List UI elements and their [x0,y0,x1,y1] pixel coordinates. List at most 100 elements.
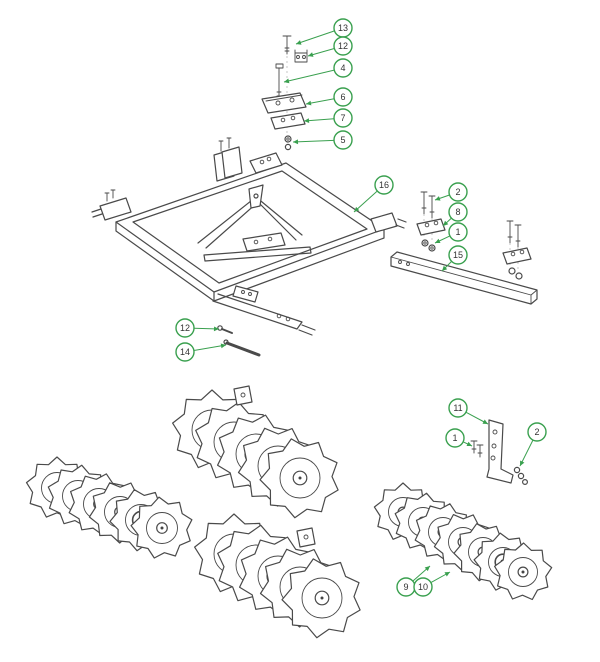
balloon-circle [333,87,353,107]
leader-arrowhead [435,238,441,243]
balloon-number: 2 [534,427,539,437]
clevis-12 [294,49,308,63]
wheel-arm-bracket-plate [221,146,243,179]
hitch-mast [248,184,264,209]
balloon-circle [448,398,468,418]
leader-arrowhead [308,52,314,57]
callout-2: 2 [434,182,468,202]
washer-1 [508,267,516,275]
callout-4: 4 [283,58,353,84]
disc-blade [281,558,361,639]
pivot-rod [225,341,261,357]
bearing-hanger-bracket [233,385,253,406]
callout-5: 5 [292,130,353,150]
leader-arrowhead [466,441,472,446]
leader-arrowhead [284,78,290,84]
plate-hole [275,100,281,106]
bolt-13 [282,35,292,55]
tube-hole [398,260,402,264]
leader-line [353,190,378,213]
left-corner-bolts [104,189,116,202]
leader-arrowhead [435,196,441,201]
plate-hole [433,220,439,226]
clamp-plate-8 [416,218,446,236]
disc-center-dot [160,526,164,530]
callout-15: 15 [441,245,468,272]
drawbar-hole [276,313,282,319]
clevis-hole [302,55,306,59]
balloon-number: 12 [338,41,348,51]
washer-1 [421,239,429,247]
washer-2 [517,472,525,480]
balloon-number: 2 [455,187,460,197]
frame-inner-rail [132,170,368,284]
leader-arrowhead [442,265,448,271]
leader-arrowhead [482,419,488,424]
balloon-number: 10 [418,582,428,592]
balloon-number: 15 [453,250,463,260]
balloon-number: 14 [180,347,190,357]
plate-hole [424,222,430,228]
balloon-circle [448,202,468,222]
balloon-circle [448,182,468,202]
balloon-number: 1 [455,227,460,237]
disc-concavity-line [508,557,538,587]
rear-rail-mount-plate [249,152,283,174]
flat-plate-7 [270,112,306,130]
leader-arrowhead [354,206,360,212]
gang-clamp-bracket [232,285,259,303]
drawbar-hole [285,316,291,322]
balloon-circle [333,108,353,128]
balloon-circle [448,245,468,265]
leader-arrowhead [306,100,312,106]
gang-right [373,482,553,601]
gang-middle-lower [194,513,361,639]
callout-14: 14 [175,342,227,362]
leader-arrowhead [443,220,449,226]
right-corner-bracket [370,212,398,233]
bolt-2 [514,224,522,248]
bracket-hole [491,443,497,449]
callout-12: 12 [307,36,353,57]
washer-1 [428,244,436,252]
callout-1: 1 [445,428,473,448]
balloon-number: 9 [403,582,408,592]
bolt-2 [428,195,436,219]
disc-concavity-line [146,512,178,544]
leader-line [292,139,335,143]
plate-fold-line [265,94,303,102]
bracket-hole [492,429,498,435]
bolt-1 [470,440,478,454]
leader-line [193,344,227,351]
drawbar-tube [212,293,303,330]
hitch-mast-hole [253,193,259,199]
balloon-circle [333,130,353,150]
nut-5 [284,143,292,151]
balloon-circle [175,318,195,338]
disc-concavity-line [279,457,321,499]
plate-hole [289,97,295,103]
leader-line [295,30,335,45]
clamp-plate-8 [502,247,532,265]
washer-5 [284,135,292,143]
leader-arrowhead [293,139,299,145]
balloon-circle [175,342,195,362]
plate-hole [510,251,516,257]
bracket-hole [490,455,496,461]
washer-hole [423,241,427,245]
disc-blade [130,496,193,559]
leader-arrowhead [520,460,525,466]
bolt-2 [506,220,514,244]
drawbar-clevis [298,324,316,336]
balloon-number: 7 [340,113,345,123]
tube-edge [390,256,538,305]
balloon-number: 1 [452,433,457,443]
leader-line [283,69,335,83]
disc-blade [494,542,553,601]
disc-concavity-line [301,577,343,619]
left-corner-bracket [99,197,132,221]
plate-hole [280,117,286,123]
leader-arrowhead [213,326,219,332]
